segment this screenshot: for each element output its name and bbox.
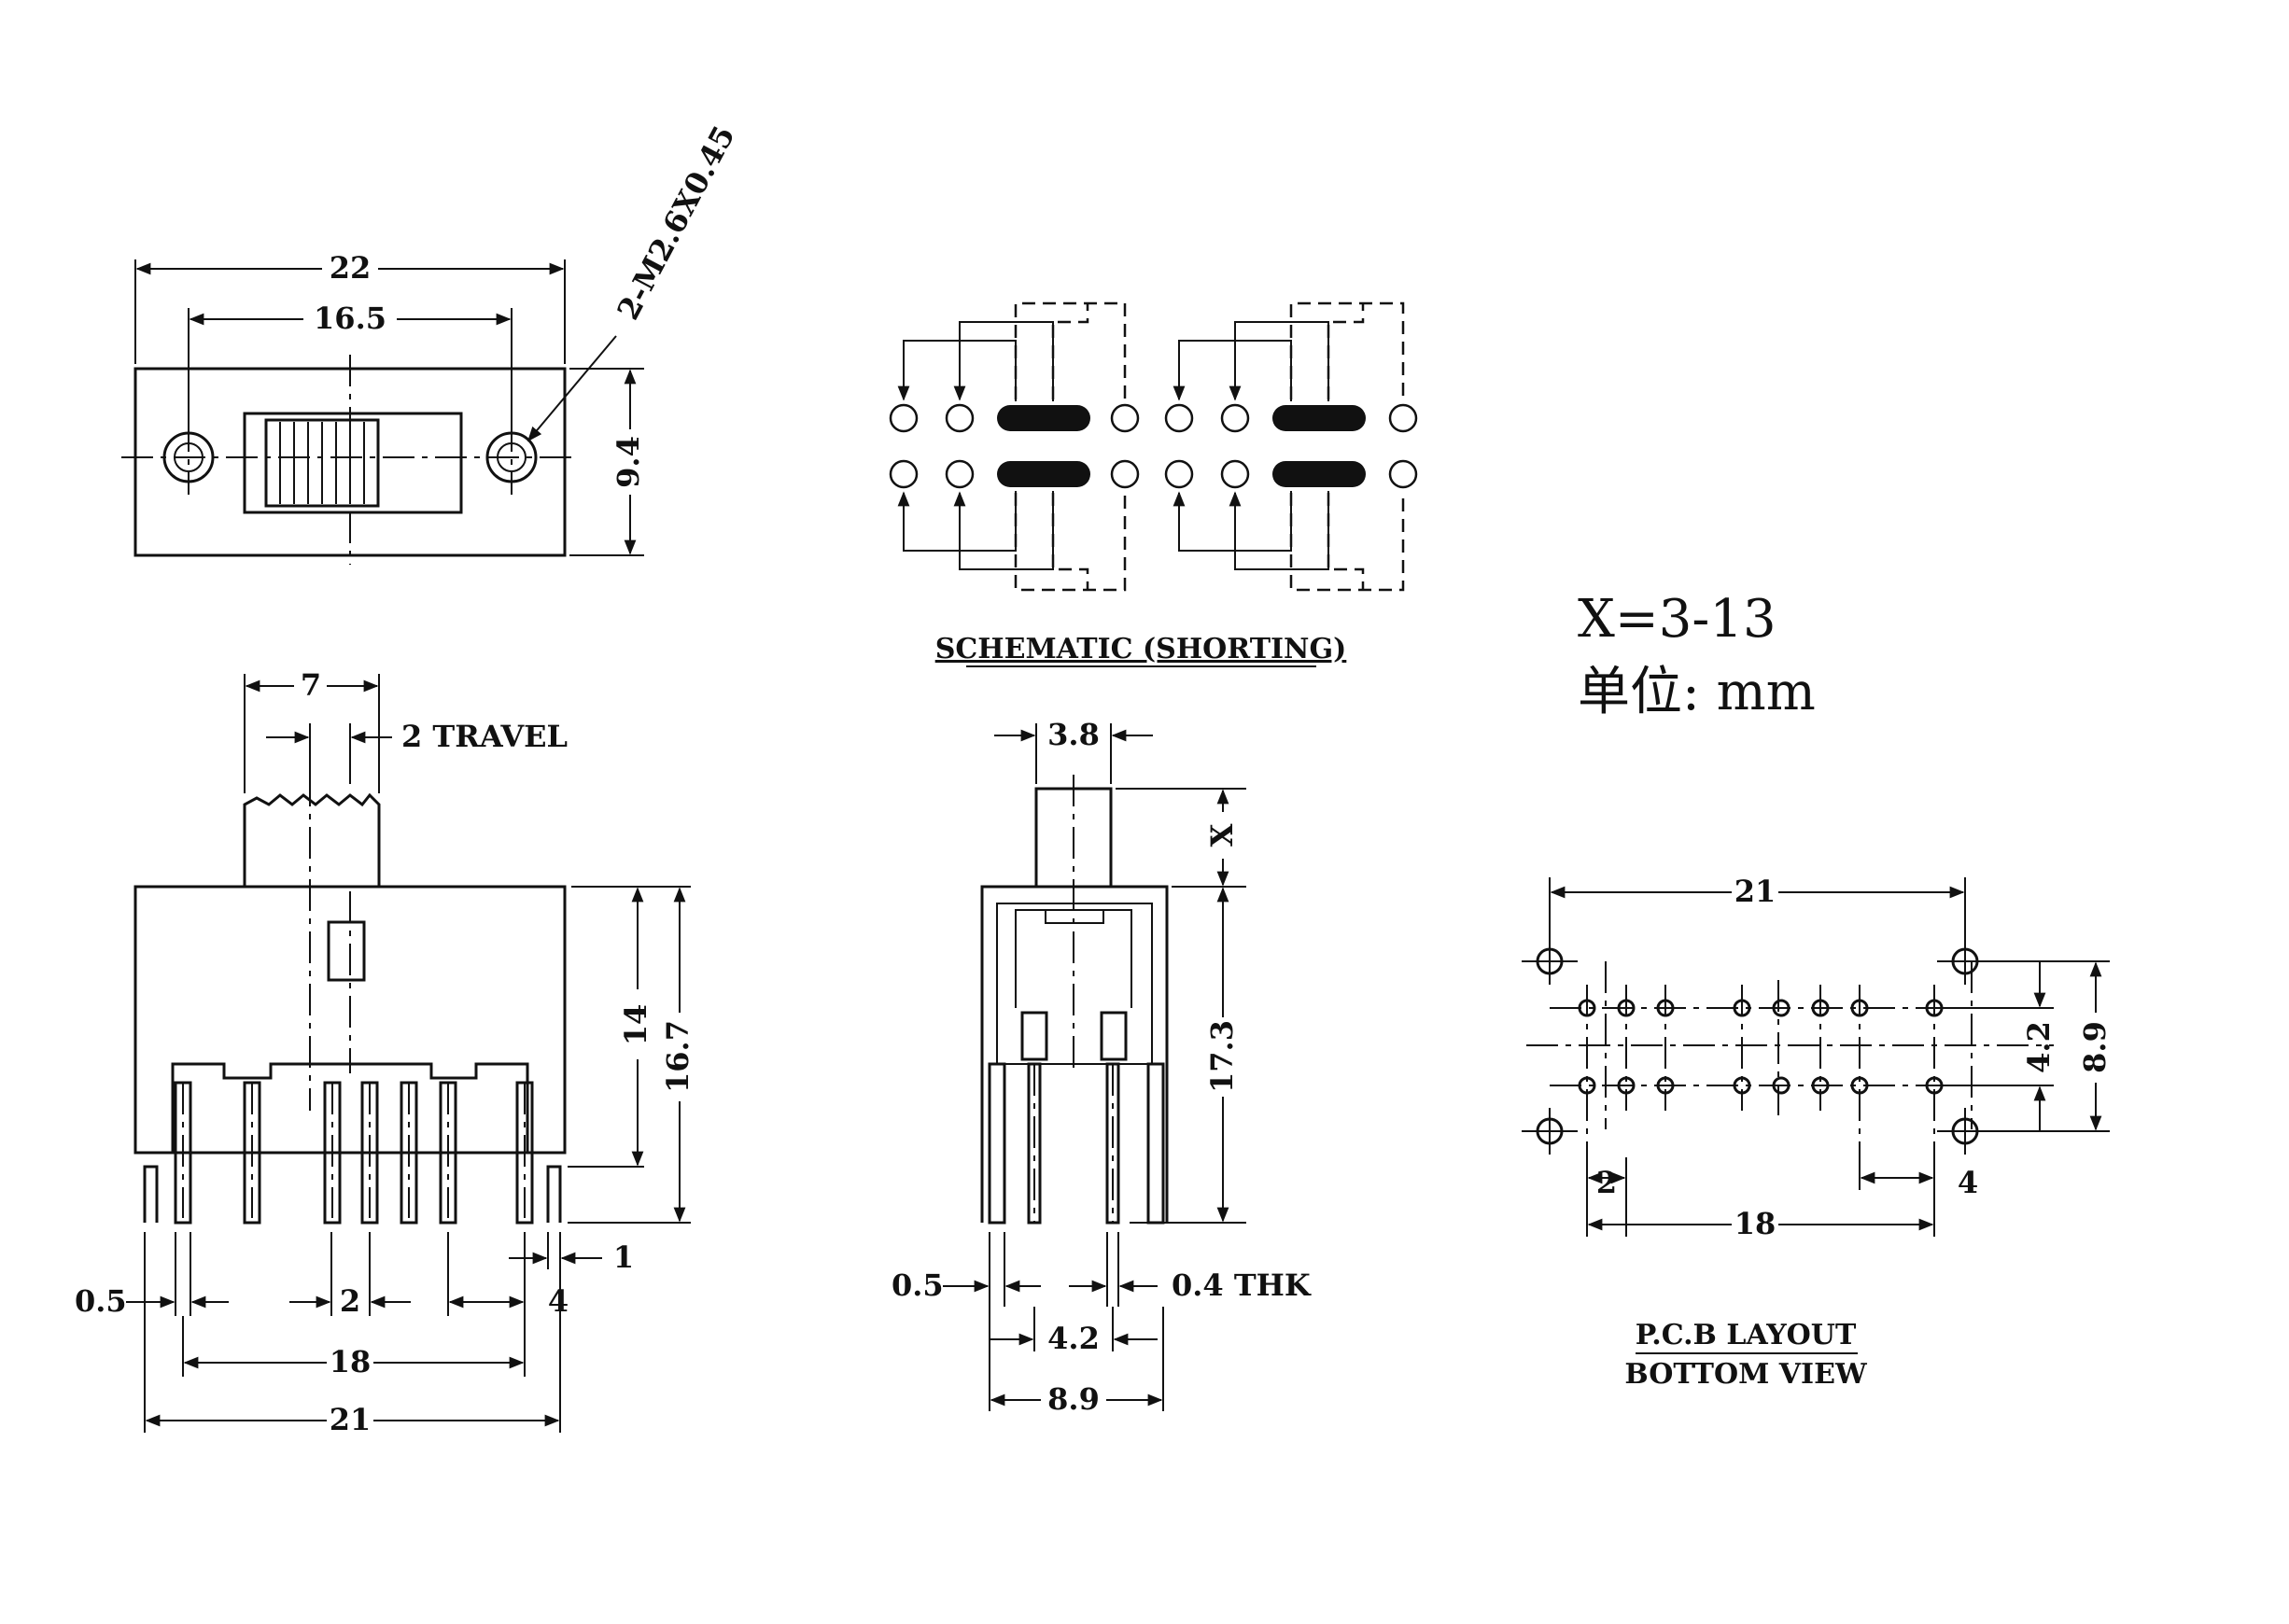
- dim-x: X: [1204, 823, 1240, 847]
- pcb-layout: 21 4.2 8.9 2 4 18 P.C.B LAYOUT BOTTOM VI…: [1522, 874, 2113, 1391]
- schematic-caption: SCHEMATIC (SHORTING): [935, 633, 1347, 665]
- pcb-caption-2: BOTTOM VIEW: [1624, 1358, 1868, 1391]
- dim-thickness: 0.4 THK: [1172, 1267, 1312, 1303]
- side-view: 3.8 X 17.3 0.5 0.4 THK 4.2 8.9: [892, 717, 1312, 1417]
- dim-pcb-21: 21: [1734, 874, 1776, 909]
- dim-22: 22: [330, 250, 372, 286]
- dim-span-18: 18: [330, 1344, 372, 1379]
- dim-travel: 2 TRAVEL: [401, 719, 568, 754]
- dim-pin-0-5: 0.5: [75, 1283, 127, 1319]
- dim-side-pin-0-5: 0.5: [892, 1267, 944, 1303]
- dim-height-17-3: 17.3: [1204, 1020, 1240, 1093]
- dim-offset-4: 4: [548, 1283, 569, 1319]
- dim-pcb-8-9: 8.9: [2077, 1021, 2113, 1073]
- pcb-caption-1: P.C.B LAYOUT: [1636, 1319, 1857, 1351]
- dim-body-14: 14: [618, 1004, 653, 1046]
- dim-total-16-7: 16.7: [660, 1020, 695, 1093]
- top-view: 22 16.5 9.4 2-M2.6X0.45: [121, 119, 742, 565]
- dim-screw: 2-M2.6X0.45: [611, 119, 742, 325]
- dim-row-4-2: 4.2: [1047, 1321, 1100, 1356]
- dim-pcb-4: 4: [1958, 1165, 1978, 1200]
- dim-foot-1: 1: [613, 1239, 634, 1275]
- schematic: SCHEMATIC (SHORTING): [889, 301, 1418, 667]
- schematic-right-group: [1164, 301, 1418, 592]
- dim-9-4: 9.4: [611, 436, 646, 488]
- dim-knob-7: 7: [301, 667, 321, 703]
- dim-pcb-4-2: 4.2: [2021, 1021, 2057, 1073]
- x-range-label: X=3-13: [1578, 589, 1776, 650]
- dim-knob-3-8: 3.8: [1047, 717, 1100, 752]
- schematic-left-group: [889, 301, 1140, 592]
- dim-outer-8-9: 8.9: [1047, 1381, 1100, 1417]
- dim-pcb-18: 18: [1734, 1206, 1776, 1241]
- dim-pcb-2: 2: [1596, 1165, 1617, 1200]
- unit-label: 单位: mm: [1578, 662, 1816, 722]
- dim-span-21: 21: [330, 1402, 372, 1437]
- dim-16-5: 16.5: [314, 301, 386, 336]
- front-view: 7 2 TRAVEL 14 16.7 0.5 2 4: [75, 667, 695, 1437]
- dim-pitch-2: 2: [340, 1283, 360, 1319]
